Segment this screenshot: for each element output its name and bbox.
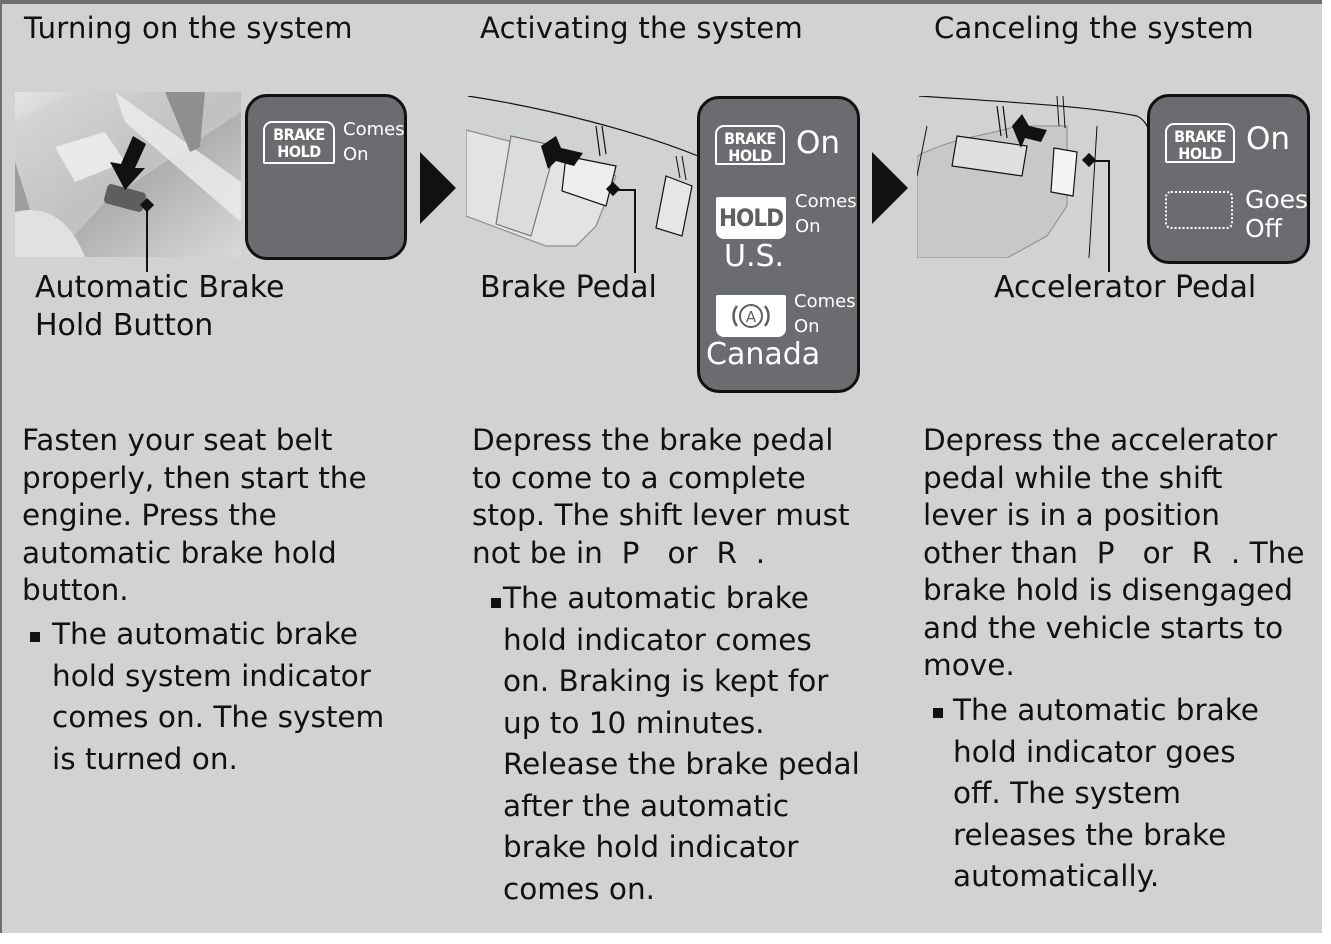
brake-pedal-illustration — [466, 96, 698, 266]
svg-text:A: A — [746, 308, 757, 326]
callout-line — [146, 206, 148, 272]
callout-line — [634, 189, 636, 273]
text-line: move. — [923, 648, 1015, 682]
text-line: brake hold indicator — [503, 830, 799, 864]
accelerator-pedal-label: Accelerator Pedal — [994, 270, 1257, 305]
text-line: other than P or R . The — [923, 535, 1305, 570]
text-line: is turned on. — [52, 741, 238, 776]
text-line: button. — [22, 573, 129, 607]
step-3-instructions: Depress the accelerator pedal while the … — [923, 422, 1304, 685]
icon-line-1: BRAKE — [1174, 127, 1226, 146]
center-console-image — [15, 92, 241, 257]
text-line: on. Braking is kept for — [503, 664, 829, 698]
text-line: properly, then start the — [22, 460, 367, 495]
text-line: Fasten your seat belt — [22, 423, 333, 457]
region-us-label: U.S. — [724, 239, 785, 274]
hold-filled-icon: HOLD — [716, 197, 786, 239]
status-line-1: Goes — [1245, 185, 1309, 214]
status-on-text: On — [796, 125, 841, 161]
label-line-1: Automatic Brake — [35, 270, 285, 305]
brake-hold-outline-icon: BRAKE HOLD — [263, 121, 335, 164]
step-3-result: The automatic brake hold indicator goes … — [953, 690, 1259, 898]
text-line: lever is in a position — [923, 498, 1220, 532]
text-line: hold indicator goes — [953, 734, 1236, 769]
status-line-1: Comes — [794, 291, 856, 312]
status-line-2: Off — [1245, 214, 1282, 243]
icon-line-2: HOLD — [277, 142, 321, 161]
indicator-panel-3: BRAKE HOLD On Goes Off — [1147, 94, 1310, 264]
icon-line-2: HOLD — [1178, 144, 1222, 163]
text-line: not be in P or R . — [472, 535, 766, 570]
step-1-title: Turning on the system — [24, 11, 353, 45]
icon-line-2: HOLD — [728, 146, 772, 165]
text-line: brake hold is disengaged — [923, 573, 1294, 607]
text-line: Release the brake pedal — [503, 747, 860, 781]
auto-parking-brake-icon: A — [716, 295, 786, 337]
text-line: The automatic brake — [52, 617, 358, 651]
indicator-panel-2: BRAKE HOLD On HOLD Comes On U.S. A Comes… — [697, 96, 860, 393]
status-text: Comes On — [343, 117, 405, 167]
automatic-brake-hold-button-label: Automatic Brake Hold Button — [35, 269, 284, 345]
status-line-1: Comes — [343, 119, 405, 140]
step-1-instructions: Fasten your seat belt properly, then sta… — [22, 422, 367, 610]
step-1-result: The automatic brake hold system indicato… — [52, 614, 384, 780]
text-line: after the automatic — [503, 788, 790, 823]
text-line: to come to a complete — [472, 460, 806, 495]
text-line: off. The system — [953, 776, 1182, 810]
indicator-panel-1: BRAKE HOLD Comes On — [245, 94, 407, 260]
step-2-instructions: Depress the brake pedal to come to a com… — [472, 422, 850, 572]
console-illustration — [15, 92, 241, 257]
text-line: up to 10 minutes. — [503, 705, 765, 740]
bullet-square-icon — [30, 632, 40, 642]
callout-line — [614, 189, 636, 191]
status-line-1: Comes — [795, 191, 857, 212]
step-2-title: Activating the system — [480, 11, 804, 45]
brake-hold-outline-icon: BRAKE HOLD — [715, 125, 785, 165]
text-line: hold system indicator — [52, 658, 371, 693]
circle-a-icon: A — [732, 304, 770, 328]
accelerator-pedal-illustration — [917, 96, 1149, 258]
label-line-2: Hold Button — [35, 308, 214, 343]
status-text: Goes Off — [1245, 185, 1308, 243]
step-3-title: Canceling the system — [934, 11, 1254, 45]
step-2-result: The automatic brake hold indicator comes… — [503, 578, 860, 910]
text-line: stop. The shift lever must — [472, 498, 850, 532]
text-line: hold indicator comes — [503, 622, 812, 657]
brake-pedal-label: Brake Pedal — [480, 270, 657, 305]
text-line: comes on. — [503, 871, 656, 906]
text-line: The automatic brake — [503, 581, 809, 615]
brake-hold-outline-icon: BRAKE HOLD — [1165, 123, 1235, 163]
icon-line-1: BRAKE — [724, 129, 776, 148]
text-line: engine. Press the — [22, 498, 277, 532]
status-text: Comes On — [794, 289, 856, 339]
bullet-square-icon — [491, 598, 501, 608]
text-line: and the vehicle starts to — [923, 610, 1284, 645]
status-text: Comes On — [795, 189, 857, 239]
status-line-2: On — [795, 216, 821, 237]
text-line: automatically. — [953, 859, 1160, 893]
brake-pedal-image — [466, 96, 698, 247]
text-line: Depress the accelerator — [923, 423, 1278, 457]
callout-line — [1090, 160, 1110, 162]
accelerator-pedal-image — [917, 96, 1149, 258]
icon-line-1: BRAKE — [273, 125, 325, 144]
next-step-arrow-icon — [872, 152, 908, 224]
status-line-2: On — [343, 144, 369, 165]
text-line: releases the brake — [953, 817, 1227, 852]
bullet-square-icon — [933, 708, 943, 718]
text-line: automatic brake hold — [22, 535, 337, 570]
text-line: comes on. The system — [52, 700, 385, 734]
text-line: pedal while the shift — [923, 460, 1223, 495]
status-on-text: On — [1246, 121, 1291, 157]
text-line: The automatic brake — [953, 693, 1259, 727]
callout-line — [1108, 160, 1110, 272]
region-canada-label: Canada — [706, 337, 821, 372]
next-step-arrow-icon — [420, 152, 456, 224]
text-line: Depress the brake pedal — [472, 423, 834, 457]
dotted-indicator-off-icon — [1165, 191, 1233, 229]
status-line-2: On — [794, 316, 820, 337]
